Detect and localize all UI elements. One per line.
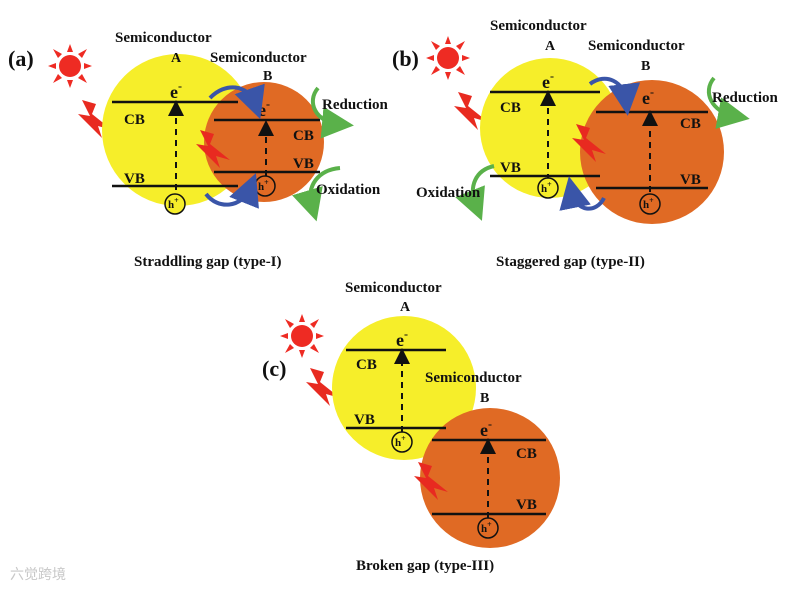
cb-label-a: CB [500, 100, 521, 116]
semiconductor-a-title: Semiconductor [115, 30, 212, 46]
transfer-arrow-icon [588, 76, 641, 116]
vb-label-b: VB [680, 172, 701, 188]
electron-label-a: e- [542, 69, 554, 92]
vb-label-a: VB [124, 171, 145, 187]
sun-icon [426, 36, 470, 80]
transfer-arrow-icon [559, 176, 606, 211]
redox-arrow-icon [706, 76, 750, 129]
electron-label-a: e- [396, 327, 408, 350]
vb-label-a: VB [500, 160, 521, 176]
cb-label-a: CB [124, 112, 145, 128]
semiconductor-b-sub: B [641, 59, 650, 74]
cb-label-b: CB [516, 446, 537, 462]
hole-circle-a [164, 193, 186, 215]
semiconductor-b-title: Semiconductor [588, 38, 685, 54]
electron-label-b: e- [642, 85, 654, 108]
semiconductor-a-title: Semiconductor [345, 280, 442, 296]
semiconductor-a-sub: A [545, 39, 556, 54]
semiconductor-a-title: Semiconductor [490, 18, 587, 34]
semiconductor-b-title: Semiconductor [425, 370, 522, 386]
panel-c: (c) Semiconductor A Semiconductor B CB V… [262, 280, 560, 574]
vb-label-b: VB [293, 156, 314, 172]
redox-arrow-icon [310, 86, 354, 139]
hole-label-b: h+ [643, 196, 654, 211]
semiconductor-a-sphere [332, 316, 476, 460]
sun-icon [48, 44, 92, 88]
watermark: 六觉跨境 [10, 567, 66, 583]
semiconductor-b-sub: B [480, 391, 489, 406]
semiconductor-b-sub: B [263, 69, 272, 84]
hole-label-a: h+ [395, 434, 406, 449]
electron-label-a: e- [170, 79, 182, 102]
transfer-arrow-icon [208, 83, 265, 120]
vb-label-b: VB [516, 497, 537, 513]
reduction-label-a: Reduction [322, 97, 388, 113]
hole-circle-a [537, 177, 559, 199]
electron-label-b: e- [480, 417, 492, 440]
panel-a: (a) Semiconductor A Semiconductor B CB V… [8, 30, 388, 270]
hole-circle-b [639, 193, 661, 215]
caption-c: Broken gap (type-III) [356, 558, 494, 574]
vb-label-a: VB [354, 412, 375, 428]
caption-a: Straddling gap (type-I) [134, 254, 282, 270]
hole-circle-b [477, 517, 499, 539]
cb-label-a: CB [356, 357, 377, 373]
hole-label-b: h+ [258, 178, 269, 193]
semiconductor-a-sub: A [171, 51, 182, 66]
panel-c-tag: (c) [262, 356, 286, 381]
reduction-label-b: Reduction [712, 90, 778, 106]
panel-b: (b) Semiconductor A Semiconductor B CB V… [392, 18, 778, 270]
sun-icon [280, 314, 324, 358]
panel-a-tag: (a) [8, 46, 34, 71]
semiconductor-b-title: Semiconductor [210, 50, 307, 66]
hole-circle-a [391, 431, 413, 453]
oxidation-label-a: Oxidation [316, 182, 381, 198]
semiconductor-a-sub: A [400, 300, 411, 315]
hole-label-a: h+ [541, 180, 552, 195]
transfer-arrow-icon [204, 173, 259, 209]
hole-label-a: h+ [168, 196, 179, 211]
hole-label-b: h+ [481, 520, 492, 535]
panel-b-tag: (b) [392, 46, 419, 71]
cb-label-b: CB [293, 128, 314, 144]
oxidation-label-b: Oxidation [416, 185, 481, 201]
redox-arrow-icon [455, 164, 495, 221]
caption-b: Staggered gap (type-II) [496, 254, 645, 270]
redox-arrow-icon [292, 166, 341, 222]
cb-label-b: CB [680, 116, 701, 132]
